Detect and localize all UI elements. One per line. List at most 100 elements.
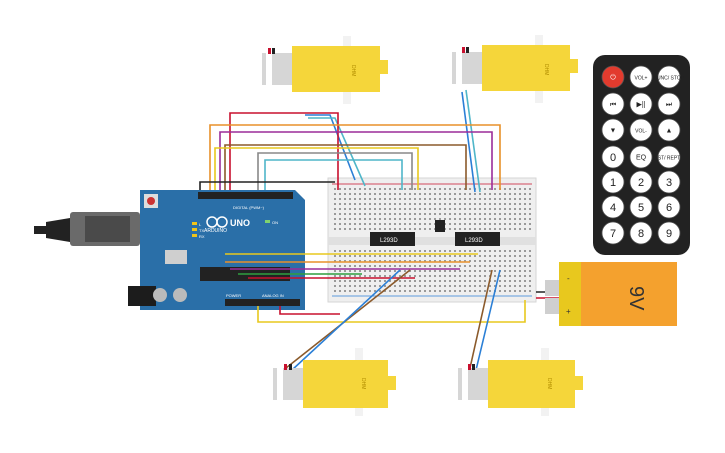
wire-cyan-motor1: [308, 117, 366, 187]
wire-purple-1: [219, 131, 493, 190]
remote-button-label: 9: [666, 228, 672, 240]
remote-button-7[interactable]: 7: [601, 221, 625, 245]
remote-button-power[interactable]: ⏻: [601, 65, 625, 89]
wire-red-3: [279, 306, 340, 315]
motor-body: [292, 46, 380, 92]
remote-button-1[interactable]: 1: [601, 170, 625, 194]
capacitor-2: [173, 288, 187, 302]
arduino-model: UNO: [230, 218, 250, 228]
remote-button-label: ⏻: [610, 74, 616, 82]
wire-gray-1: [257, 152, 413, 190]
remote-button-vol-down[interactable]: VOL-: [629, 118, 653, 142]
remote-button-down[interactable]: ▼: [601, 118, 625, 142]
led-rx-label: RX: [199, 234, 205, 239]
arduino-brand: ARDUINO: [204, 228, 227, 234]
remote-button-label: 7: [610, 228, 616, 240]
ir-receiver: [435, 220, 445, 232]
remote-button-label: ST/ REPT: [658, 156, 681, 162]
remote-button-prev[interactable]: ⏮: [601, 92, 625, 116]
remote-button-label: FUNC/ STOP: [654, 76, 685, 82]
battery-minus-label: -: [567, 274, 570, 283]
capacitor-1: [153, 288, 167, 302]
remote-button-label: 5: [638, 202, 644, 214]
wires: [199, 89, 560, 371]
led-on-label: ON: [272, 220, 278, 225]
motor-body: [488, 360, 575, 408]
remote-button-func-stop[interactable]: FUNC/ STOP: [654, 65, 685, 89]
wire-cyan-motor2: [465, 89, 481, 193]
wire-blue-motor4: [475, 269, 501, 371]
wire-yellow-1: [214, 147, 419, 190]
power-label: POWER: [226, 293, 241, 298]
motor-4[interactable]: DHM: [458, 348, 583, 416]
remote-button-label: 0: [610, 152, 616, 164]
battery-label: 9V: [625, 286, 647, 311]
led-l-label: L: [199, 222, 202, 227]
remote-button-8[interactable]: 8: [629, 221, 653, 245]
remote-button-label: 4: [610, 202, 616, 214]
wire-blue-motor1: [305, 114, 356, 181]
breadboard: L293D L293D: [327, 177, 537, 303]
motor-label: DHM: [360, 378, 366, 389]
remote-buttons: ⏻ VOL+ FUNC/ STOP ⏮ ▶|| ⏭ ▼ VOL- ▲ 0 EQ ST/ REPT 1 2 3…: [601, 65, 685, 245]
usb-cable-plug: [46, 218, 70, 242]
motor-body: [303, 360, 388, 408]
remote-button-vol-up[interactable]: VOL+: [629, 65, 653, 89]
wire-orange-1: [209, 124, 501, 190]
remote-button-next[interactable]: ⏭: [657, 92, 681, 116]
l293d-chip-2-label: L293D: [465, 238, 483, 244]
remote-button-play-pause[interactable]: ▶||: [629, 92, 653, 116]
l293d-chip-1-label: L293D: [380, 238, 398, 244]
wire-blue-motor2: [461, 91, 476, 193]
analog-label: ANALOG IN: [262, 293, 284, 298]
motor-2[interactable]: DHM: [452, 35, 578, 103]
remote-button-st-rept[interactable]: ST/ REPT: [657, 145, 681, 169]
remote-button-up[interactable]: ▲: [657, 118, 681, 142]
remote-button-label: EQ: [636, 155, 647, 162]
l293d-chip-2: [455, 232, 500, 246]
remote-button-label: 6: [666, 202, 672, 214]
ir-remote[interactable]: ⏻ VOL+ FUNC/ STOP ⏮ ▶|| ⏭ ▼ VOL- ▲ 0 EQ ST/ REPT 1 2 3…: [593, 55, 690, 255]
l293d-chip-1: [370, 232, 415, 246]
remote-button-2[interactable]: 2: [629, 170, 653, 194]
power-analog-header: [225, 299, 300, 306]
remote-button-5[interactable]: 5: [629, 195, 653, 219]
wire-cyan-1: [264, 159, 403, 190]
motor-label: DHM: [350, 65, 356, 76]
motor-label: DHM: [546, 378, 552, 389]
remote-button-3[interactable]: 3: [657, 170, 681, 194]
wire-black-1: [199, 181, 335, 190]
remote-button-0[interactable]: 0: [601, 145, 625, 169]
remote-button-label: ⏮: [610, 102, 616, 109]
wire-brown-1: [224, 144, 467, 190]
remote-button-label: 1: [610, 177, 616, 189]
wire-yellow-3: [257, 300, 526, 323]
reset-button[interactable]: [147, 197, 155, 205]
remote-button-6[interactable]: 6: [657, 195, 681, 219]
remote-button-label: ⏭: [666, 102, 673, 109]
motor-label: DHM: [543, 64, 549, 75]
remote-button-label: 3: [666, 177, 672, 189]
remote-button-label: ▶||: [636, 102, 645, 109]
wire-red-1: [229, 112, 339, 190]
battery-body: [581, 262, 677, 326]
digital-header: [198, 192, 293, 199]
motor-3[interactable]: DHM: [273, 348, 396, 416]
wire-blue-motor3: [291, 269, 401, 371]
motor-body: [482, 45, 570, 91]
arduino-board[interactable]: L TX RX ON ARDUINO UNO DIGITAL (PWM~) PO…: [34, 190, 305, 310]
remote-button-9[interactable]: 9: [657, 221, 681, 245]
usb-cable-end: [34, 226, 46, 234]
remote-button-label: 2: [638, 177, 644, 189]
remote-button-4[interactable]: 4: [601, 195, 625, 219]
battery-9v[interactable]: - + 9V: [545, 262, 677, 326]
digital-label: DIGITAL (PWM~): [233, 205, 265, 210]
remote-button-eq[interactable]: EQ: [629, 145, 653, 169]
power-jack: [128, 286, 156, 306]
led-tx-label: TX: [199, 228, 204, 233]
remote-button-label: VOL-: [635, 129, 647, 135]
remote-button-label: VOL+: [635, 76, 648, 82]
motor-1[interactable]: DHM: [262, 36, 388, 104]
remote-button-label: 8: [638, 228, 644, 240]
